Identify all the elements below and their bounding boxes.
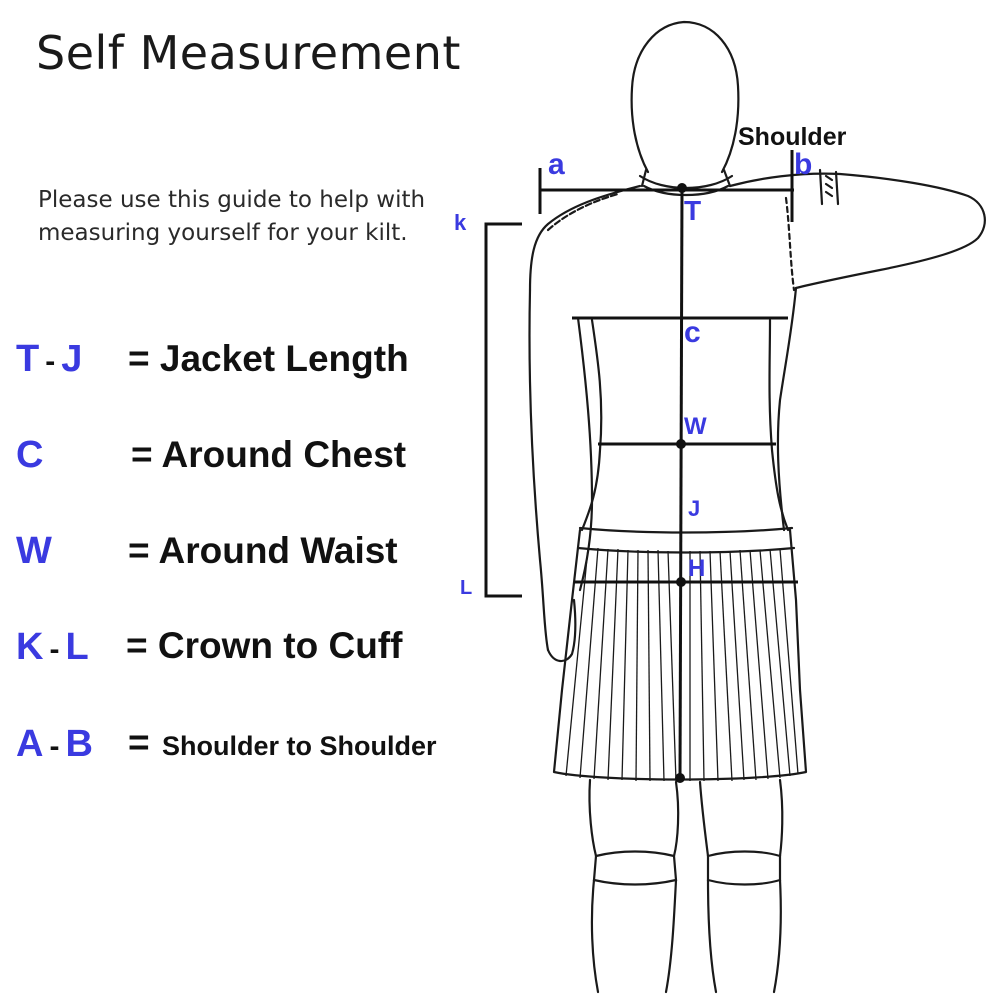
legend-code-from: K <box>16 625 44 668</box>
figure-left-arm-outer <box>528 288 550 652</box>
legend-code-to: B <box>65 722 93 765</box>
point-label-c: c <box>684 316 701 349</box>
legend-desc-around-chest: = Around Chest <box>131 434 407 475</box>
point-label-t: T <box>684 195 701 226</box>
point-label-k: k <box>454 210 467 235</box>
point-label-w: W <box>684 413 707 440</box>
shoulder-label: Shoulder <box>738 123 847 151</box>
legend-desc-shoulder-to-shoulder: Shoulder to Shoulder <box>162 731 437 761</box>
legend-item-around-waist: W <box>16 526 52 576</box>
legend-code: K-L <box>16 626 89 669</box>
legend-code: A-B <box>16 723 93 766</box>
legend-code: W <box>16 529 52 572</box>
figure-right-sleeve-cuff <box>818 168 840 206</box>
figure-left-shoulder <box>528 184 642 292</box>
legend-code: T-J <box>16 338 82 381</box>
legend-dash: - <box>45 344 56 378</box>
legend-code: C <box>16 433 44 476</box>
legend-item-crown-to-cuff: K-L <box>16 622 89 672</box>
point-label-j: J <box>688 496 700 521</box>
figure-legs <box>588 778 784 994</box>
point-label-h: H <box>688 555 705 582</box>
page-title: Self Measurement <box>36 26 461 80</box>
figure-right-sleeve-buttons <box>824 174 834 198</box>
figure-right-shoulder <box>728 172 986 290</box>
legend-dash: - <box>49 729 60 763</box>
point-label-a: a <box>548 148 565 181</box>
point-label-l: L <box>460 577 472 599</box>
figure-jacket-hem <box>578 526 794 534</box>
legend-code-to: J <box>61 337 83 380</box>
intro-text: Please use this guide to help with measu… <box>38 187 426 246</box>
center-back-line <box>678 187 684 779</box>
figure-right-sock-top <box>706 850 782 886</box>
measurement-lines <box>484 150 798 779</box>
legend-item-shoulder-to-shoulder: A-B <box>16 719 93 769</box>
figure-right-side-seam <box>784 196 796 292</box>
point-label-b: b <box>794 148 812 181</box>
legend-code-from: A <box>16 722 44 765</box>
legend-code-from: T <box>16 337 40 380</box>
legend-desc-crown-to-cuff: = Crown to Cuff <box>126 625 403 666</box>
legend-dash: - <box>49 632 60 666</box>
legend-item-jacket-length: T-J <box>16 334 82 384</box>
figure-left-hand <box>546 598 577 663</box>
figure-kilt-belt <box>576 546 796 554</box>
crown-to-cuff-bracket <box>484 222 522 598</box>
figure-epaulette-left <box>546 192 620 232</box>
figure-kilt-pleats <box>565 547 799 782</box>
figure-head <box>630 20 740 174</box>
figure-right-torso <box>776 286 798 532</box>
figure-left-sock-top <box>592 850 678 886</box>
legend-code-to: L <box>65 625 89 668</box>
figure-jacket-left-side <box>580 318 603 532</box>
legend-item-around-chest: C <box>16 430 43 480</box>
legend-desc-jacket-length: = Jacket Length <box>128 338 409 379</box>
measurement-dots <box>675 183 687 783</box>
legend-desc-equals: = <box>128 722 150 763</box>
legend-desc-around-waist: = Around Waist <box>128 530 398 571</box>
figure-jacket-right-side <box>768 318 790 532</box>
